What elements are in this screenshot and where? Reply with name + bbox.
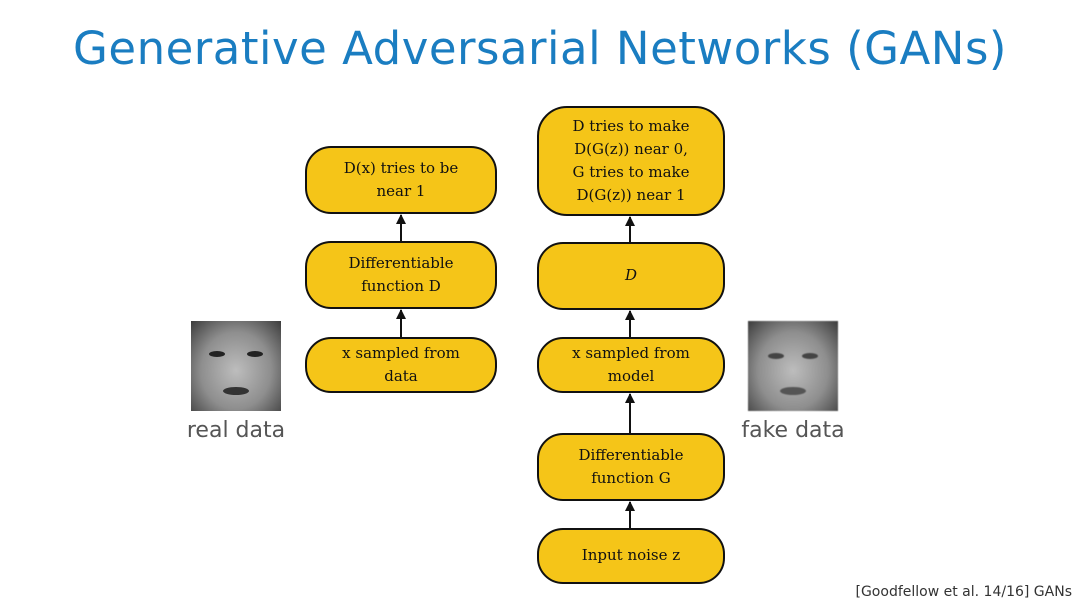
arrow-up-icon [625, 501, 635, 528]
node-objective: D tries to make D(G(z)) near 0, G tries … [537, 106, 725, 216]
node-d: D [537, 242, 725, 310]
arrow-up-icon [396, 214, 406, 241]
node-label: Differentiable function D [348, 253, 454, 295]
node-label: Differentiable function G [578, 445, 684, 487]
arrow-up-icon [625, 393, 635, 433]
fake-face-image [748, 321, 838, 411]
node-label: D [624, 266, 638, 285]
node-label: D tries to make D(G(z)) near 0, G tries … [572, 116, 690, 205]
arrow-up-icon [625, 216, 635, 242]
fake-data-label: fake data [741, 418, 845, 443]
node-label: Input noise z [581, 546, 681, 565]
node-x-sampled-from-data: x sampled from data [305, 337, 497, 393]
slide-title: Generative Adversarial Networks (GANs) [73, 22, 1007, 75]
node-differentiable-function-d: Differentiable function D [305, 241, 497, 309]
node-x-sampled-from-model: x sampled from model [537, 337, 725, 393]
node-input-noise-z: Input noise z [537, 528, 725, 584]
real-face-image [191, 321, 281, 411]
arrow-up-icon [625, 310, 635, 337]
node-label: D(x) tries to be near 1 [343, 158, 459, 200]
node-differentiable-function-g: Differentiable function G [537, 433, 725, 501]
node-label: x sampled from data [342, 343, 460, 385]
citation: [Goodfellow et al. 14/16] GANs [855, 584, 1073, 600]
real-data-label: real data [186, 418, 286, 443]
node-label: x sampled from model [572, 343, 690, 385]
node-d-x-near-1: D(x) tries to be near 1 [305, 146, 497, 214]
arrow-up-icon [396, 309, 406, 337]
